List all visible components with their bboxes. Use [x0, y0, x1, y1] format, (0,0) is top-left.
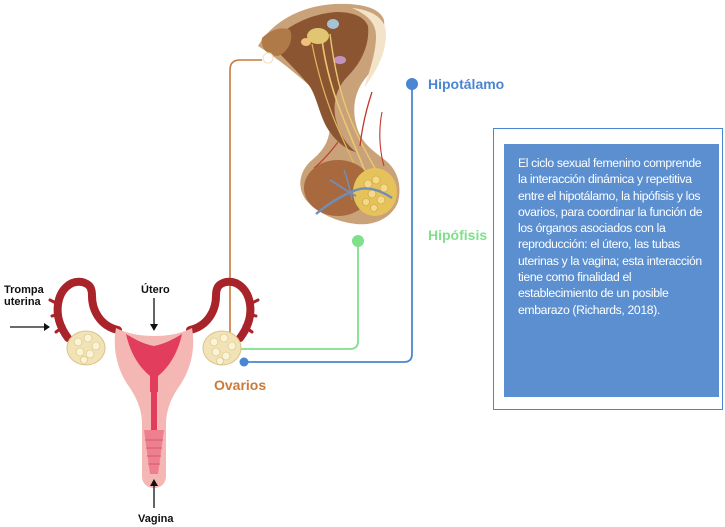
label-ovarios: Ovarios [214, 377, 266, 393]
label-hipotalamo: Hipotálamo [428, 76, 504, 92]
brain-pituitary-illustration [258, 4, 399, 224]
label-hipofisis: Hipófisis [428, 227, 487, 243]
info-box: El ciclo sexual femenino comprende la in… [504, 144, 719, 397]
info-text: El ciclo sexual femenino comprende la in… [518, 155, 711, 318]
label-vagina: Vagina [138, 513, 173, 525]
label-utero: Útero [141, 284, 170, 296]
pointer-arrows [10, 298, 158, 508]
label-trompa-uterina: Trompa uterina [4, 284, 54, 308]
